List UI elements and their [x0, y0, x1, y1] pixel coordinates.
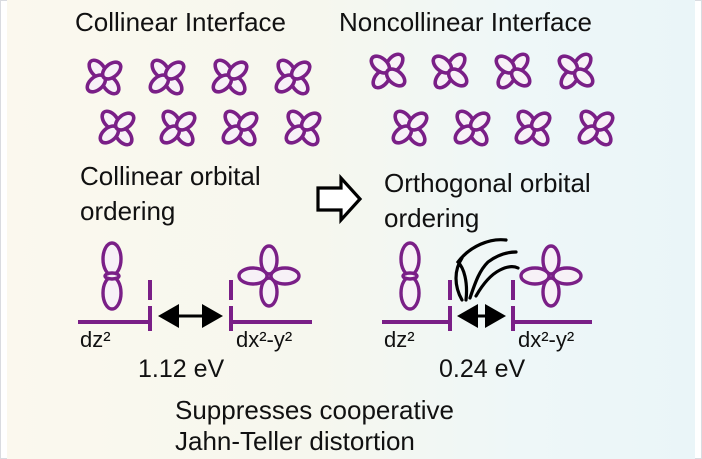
orthogonal-ordering-label-line2: ordering [384, 203, 480, 233]
collinear-level-diagram [78, 241, 312, 331]
collinear-dz2-label: dz² [80, 327, 111, 352]
collinear-ordering-label-line2: ordering [80, 196, 176, 226]
noncollinear-interface-title: Noncollinear Interface [339, 7, 592, 37]
d-orbital-icon [502, 97, 564, 159]
orthogonal-ordering-label-line1: Orthogonal orbital [384, 168, 591, 198]
d-orbital-icon [357, 40, 419, 102]
dz2-orbital-icon [101, 241, 123, 311]
orthogonal-dz2-label: dz² [384, 327, 415, 352]
collinear-interface-title: Collinear Interface [75, 7, 286, 37]
d-orbital-icon [441, 97, 503, 159]
d-orbital-icon [419, 40, 481, 102]
orthogonal-dx2-y2-label: dx²-y² [518, 327, 575, 352]
orthogonal-level-diagram [382, 238, 592, 331]
d-orbital-icon [565, 97, 627, 159]
conclusion-line2: Jahn-Teller distortion [175, 426, 415, 456]
dz2-orbital-icon [399, 241, 421, 311]
dx2-y2-orbital-icon [519, 244, 583, 308]
d-orbital-icon [73, 46, 135, 108]
open-right-arrow-icon [316, 173, 363, 225]
d-orbital-icon [86, 97, 148, 159]
d-orbital-icon [147, 97, 209, 159]
collinear-dx2-y2-label: dx²-y² [236, 327, 293, 352]
d-orbital-icon [545, 40, 607, 102]
collinear-orbital-grid [73, 46, 334, 159]
d-orbital-icon [262, 46, 324, 108]
d-orbital-icon [136, 46, 198, 108]
dx2-y2-orbital-icon [237, 244, 301, 308]
twisted-bond-icon [454, 238, 520, 302]
orthogonal-gap-value: 0.24 eV [439, 355, 526, 383]
collinear-ordering-label-line1: Collinear orbital [80, 161, 261, 191]
d-orbital-icon [199, 46, 261, 108]
noncollinear-orbital-grid [357, 40, 627, 159]
d-orbital-icon [482, 40, 544, 102]
d-orbital-icon [272, 97, 334, 159]
collinear-gap-value: 1.12 eV [138, 355, 225, 383]
d-orbital-icon [379, 97, 441, 159]
conclusion-line1: Suppresses cooperative [175, 395, 454, 425]
d-orbital-icon [209, 97, 271, 159]
